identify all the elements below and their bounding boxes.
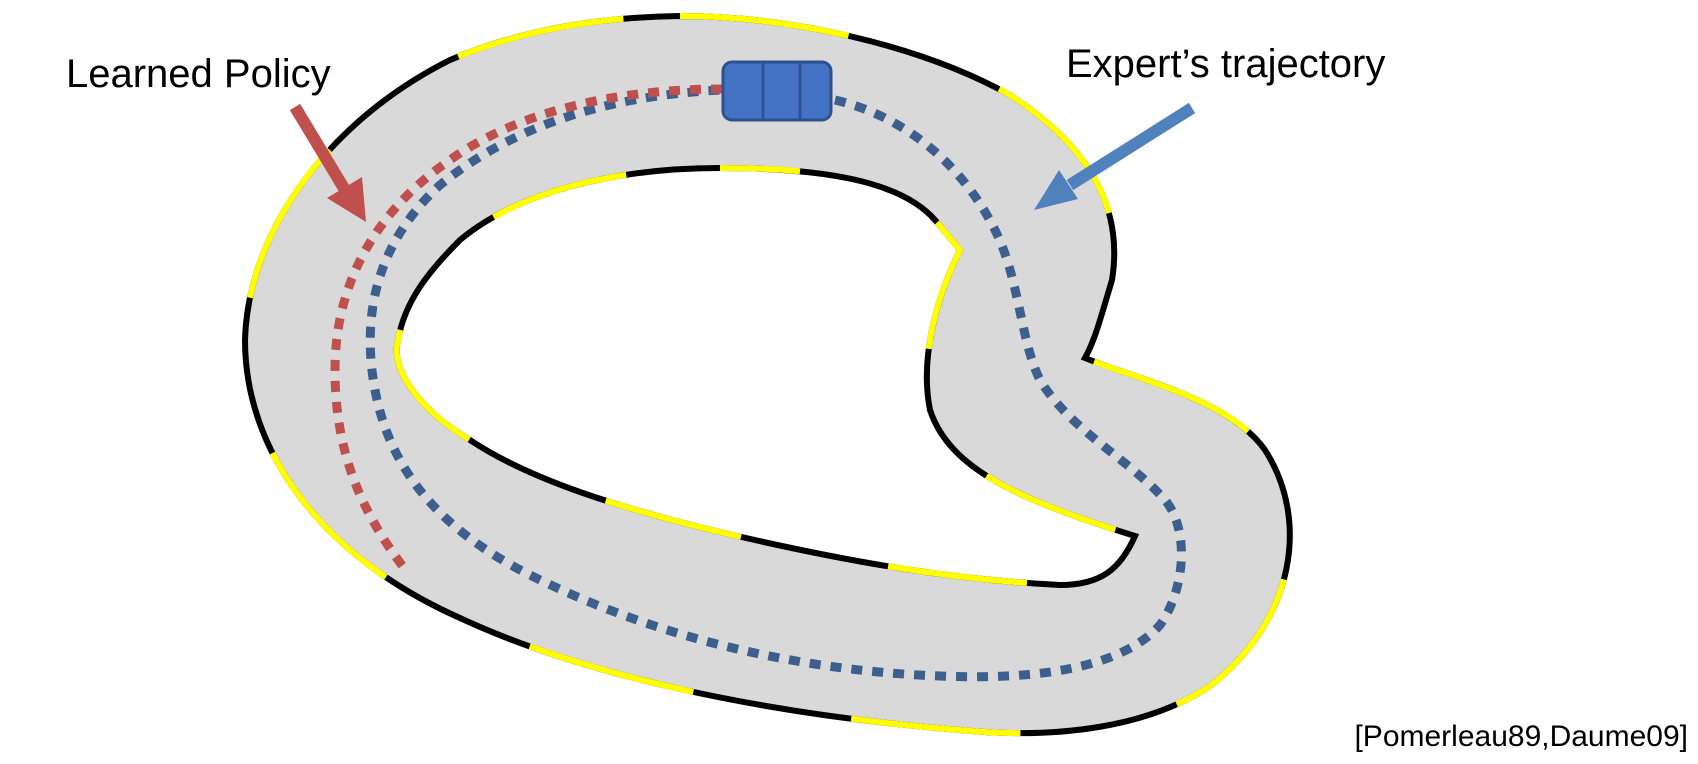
car-body	[721, 60, 833, 122]
learned-policy-path	[330, 84, 723, 571]
car	[721, 60, 833, 122]
expert-trajectory-label: Expert’s trajectory	[1066, 42, 1386, 86]
expert-trajectory-path	[365, 85, 1186, 682]
track-infield	[396, 168, 1135, 585]
citation: [Pomerleau89,Daume09]	[1354, 720, 1688, 753]
learned-policy-label: Learned Policy	[66, 52, 331, 96]
learned-policy-arrow	[289, 103, 366, 222]
outer-edge-yellow	[241, 12, 1293, 737]
expert-trajectory-arrow	[1034, 102, 1196, 210]
inner-edge-yellow	[393, 164, 1140, 589]
